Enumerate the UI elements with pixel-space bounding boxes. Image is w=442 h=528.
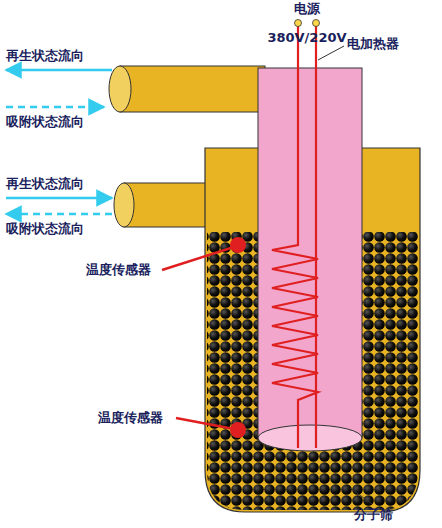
adsorb-flow-arrow (6, 213, 112, 216)
heater-tube (258, 68, 362, 451)
heater-label: 电加热器 (347, 36, 399, 52)
leader-line (350, 488, 372, 504)
sieve-label: 分子筛 (354, 507, 393, 523)
terminal (295, 20, 302, 27)
power-label: 电源 (294, 1, 320, 17)
flow-label: 再生状态流向 (6, 176, 84, 192)
heater-coil (272, 26, 318, 448)
flow-label: 吸附状态流向 (6, 114, 84, 130)
flow-label: 再生状态流向 (6, 48, 84, 64)
inlet-pipe (109, 66, 265, 112)
regen-flow-arrow (6, 197, 112, 200)
sensor-label: 温度传感器 (98, 410, 163, 426)
heater-wires (272, 26, 318, 448)
flow-label: 吸附状态流向 (6, 221, 84, 237)
leader-line (176, 418, 234, 429)
leader-line (162, 247, 234, 270)
heater-wire (315, 26, 317, 448)
sensor-label: 温度传感器 (86, 262, 151, 278)
terminal (313, 20, 320, 27)
leader-line (318, 46, 344, 60)
temperature-sensor (230, 422, 246, 438)
adsorb-flow-arrow (6, 106, 104, 109)
regen-flow-arrow (6, 69, 112, 72)
voltage-label: 380V/220V (267, 30, 346, 46)
outlet-pipe (114, 183, 214, 227)
temperature-sensor (230, 237, 246, 253)
